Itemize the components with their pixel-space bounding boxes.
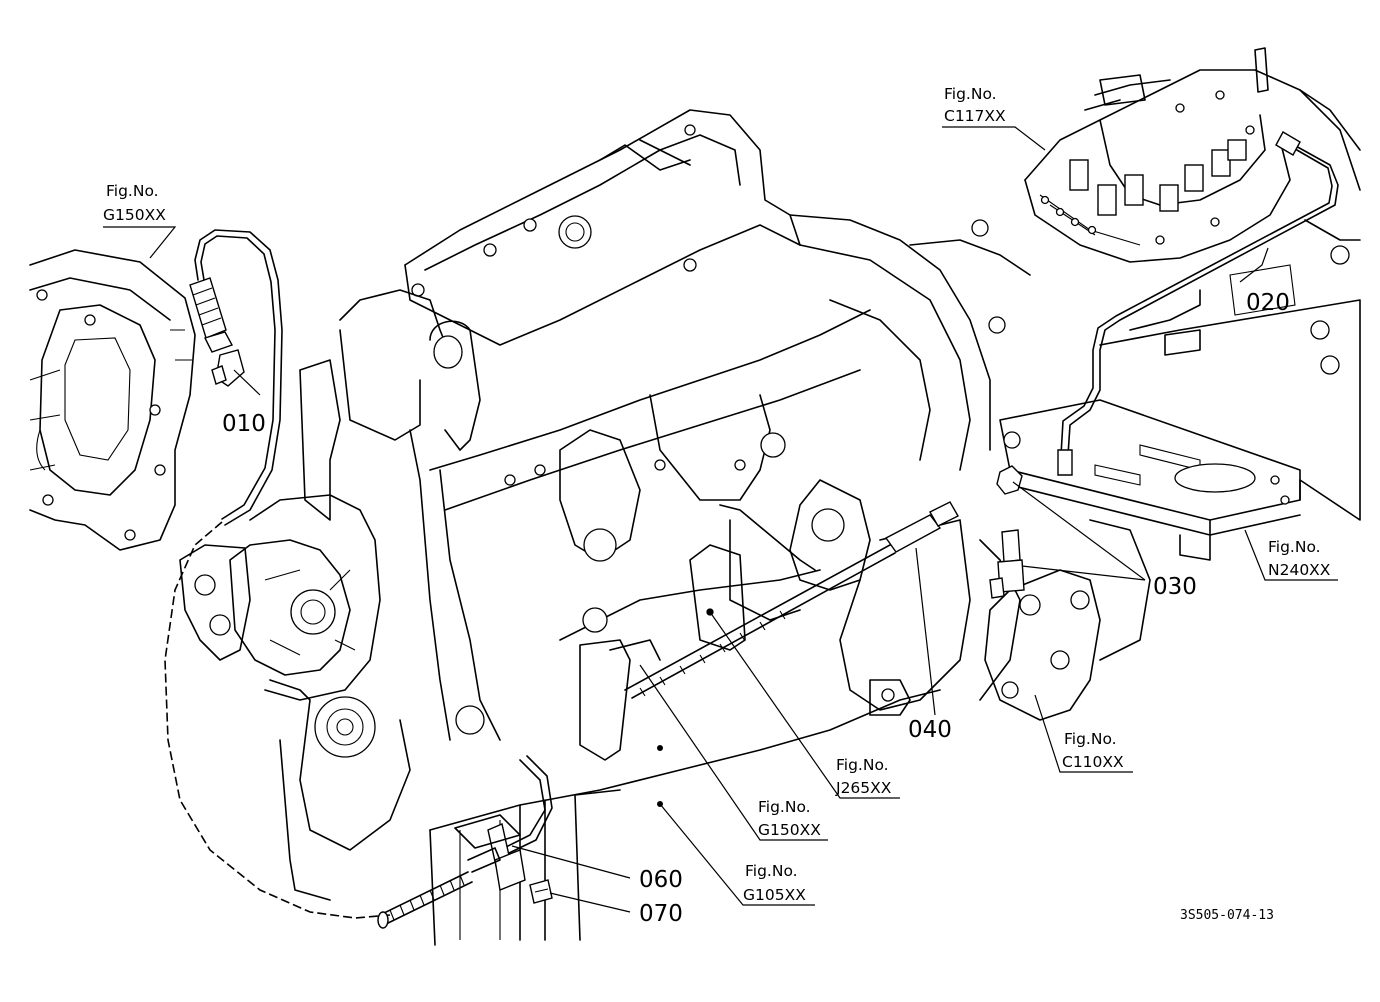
fig-ref-prefix-j265: Fig.No. [836, 756, 889, 774]
part-020-pipe-drawing [1057, 131, 1339, 476]
fig-ref-code-c117: C117XX [944, 107, 1006, 125]
left-housing-drawing [29, 249, 196, 551]
part-number-060: 060 [639, 867, 683, 893]
part-030-fittings-drawing [989, 465, 1025, 599]
fig-ref-prefix-g150-top: Fig.No. [106, 182, 159, 200]
part-010-fitting-drawing [189, 229, 283, 526]
right-frame-drawing [999, 89, 1361, 561]
part-number-040: 040 [908, 717, 952, 743]
fig-ref-code-g150-lower: G150XX [758, 821, 821, 839]
part-number-070: 070 [639, 901, 683, 927]
fig-ref-prefix-n240: Fig.No. [1268, 538, 1321, 556]
valve-block-drawing [1024, 47, 1361, 263]
leader-lines [103, 126, 1338, 913]
fig-ref-prefix-c117: Fig.No. [944, 85, 997, 103]
hose-routing-dashed-line [164, 521, 391, 919]
part-060-clamp-drawing [377, 755, 553, 929]
fig-ref-prefix-c110: Fig.No. [1064, 730, 1117, 748]
engine-block-drawing [179, 109, 1151, 946]
fig-ref-code-j265: J265XX [835, 779, 892, 797]
fig-ref-code-g105: G105XX [743, 886, 806, 904]
part-number-020: 020 [1246, 290, 1290, 316]
fig-ref-prefix-g150-lower: Fig.No. [758, 798, 811, 816]
figure-reference-labels: Fig.No. C117XX Fig.No. G150XX Fig.No. N2… [103, 85, 1331, 904]
part-number-labels: 010 020 030 040 060 070 [222, 290, 1290, 927]
part-number-030: 030 [1153, 574, 1197, 600]
fig-ref-code-g150-top: G150XX [103, 206, 166, 224]
part-040-hose-drawing [624, 501, 959, 699]
drawing-code: 3S505-074-13 [1180, 908, 1274, 923]
fig-ref-code-c110: C110XX [1062, 753, 1124, 771]
part-070-bolt-drawing [529, 879, 553, 904]
fig-ref-prefix-g105: Fig.No. [745, 862, 798, 880]
part-number-010: 010 [222, 411, 266, 437]
fig-ref-code-n240: N240XX [1268, 561, 1331, 579]
